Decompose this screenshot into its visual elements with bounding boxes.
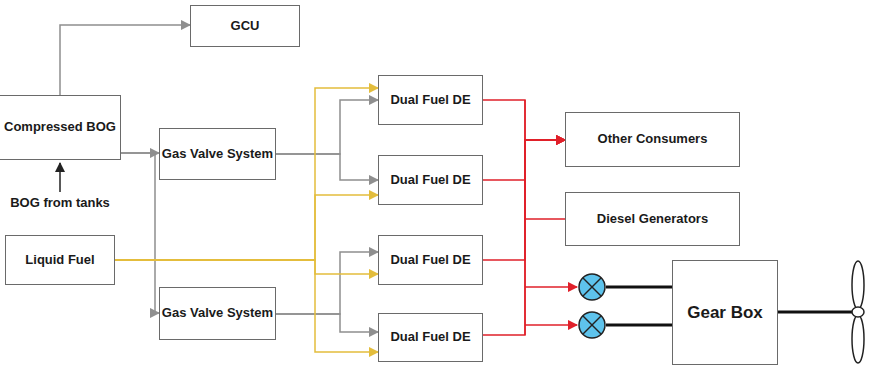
flow-connector — [276, 314, 378, 332]
box-label: Compressed BOG — [4, 119, 116, 135]
flow-connector — [483, 140, 565, 335]
box-label: GCU — [231, 18, 260, 34]
flow-connector — [483, 140, 565, 180]
flow-connector — [483, 140, 565, 260]
flow-connector — [121, 153, 159, 313]
box-label: Gas Valve System — [162, 146, 273, 162]
valve-box: Gas Valve System — [159, 128, 276, 180]
gcu-box: GCU — [190, 5, 300, 47]
compressor-box: Compressed BOG — [0, 95, 121, 160]
flow-connector — [115, 195, 378, 260]
box-label: Diesel Generators — [597, 211, 708, 227]
engine-box: Dual Fuel DE — [378, 75, 483, 125]
box-label: Other Consumers — [598, 131, 708, 147]
engine-box: Dual Fuel DE — [378, 155, 483, 205]
flow-connector — [276, 252, 378, 314]
valve-box: Gas Valve System — [159, 287, 276, 340]
flow-connector — [115, 88, 378, 260]
consumer-box: Other Consumers — [565, 112, 740, 167]
supply-arrow — [59, 163, 61, 192]
generator-box: Diesel Generators — [565, 192, 740, 246]
box-label: Gas Valve System — [162, 305, 273, 321]
flow-connector — [115, 260, 378, 274]
flow-connector — [276, 100, 378, 154]
motor-feed — [525, 324, 577, 326]
motor-shaft — [606, 324, 672, 327]
box-label: Dual Fuel DE — [390, 172, 470, 188]
box-label: Gear Box — [687, 302, 763, 323]
engine-box: Dual Fuel DE — [378, 235, 483, 285]
note-label: BOG from tanks — [10, 195, 110, 211]
motor-feed — [525, 286, 577, 288]
electric-motor — [579, 274, 605, 300]
box-label: Dual Fuel DE — [390, 252, 470, 268]
flow-connector — [115, 260, 378, 352]
fuel-box: Liquid Fuel — [5, 235, 115, 285]
flow-connector — [525, 140, 565, 219]
motor-shaft — [606, 286, 672, 289]
box-label: Liquid Fuel — [25, 252, 94, 268]
engine-box: Dual Fuel DE — [378, 313, 483, 362]
flow-connector — [483, 100, 565, 140]
box-label: Dual Fuel DE — [390, 329, 470, 345]
box-label: Dual Fuel DE — [390, 92, 470, 108]
electric-motor — [579, 312, 605, 338]
propeller — [852, 261, 864, 363]
flow-connector — [60, 25, 190, 95]
flow-connector — [276, 154, 378, 180]
propeller-shaft — [778, 311, 852, 314]
gearbox-box: Gear Box — [672, 260, 778, 365]
